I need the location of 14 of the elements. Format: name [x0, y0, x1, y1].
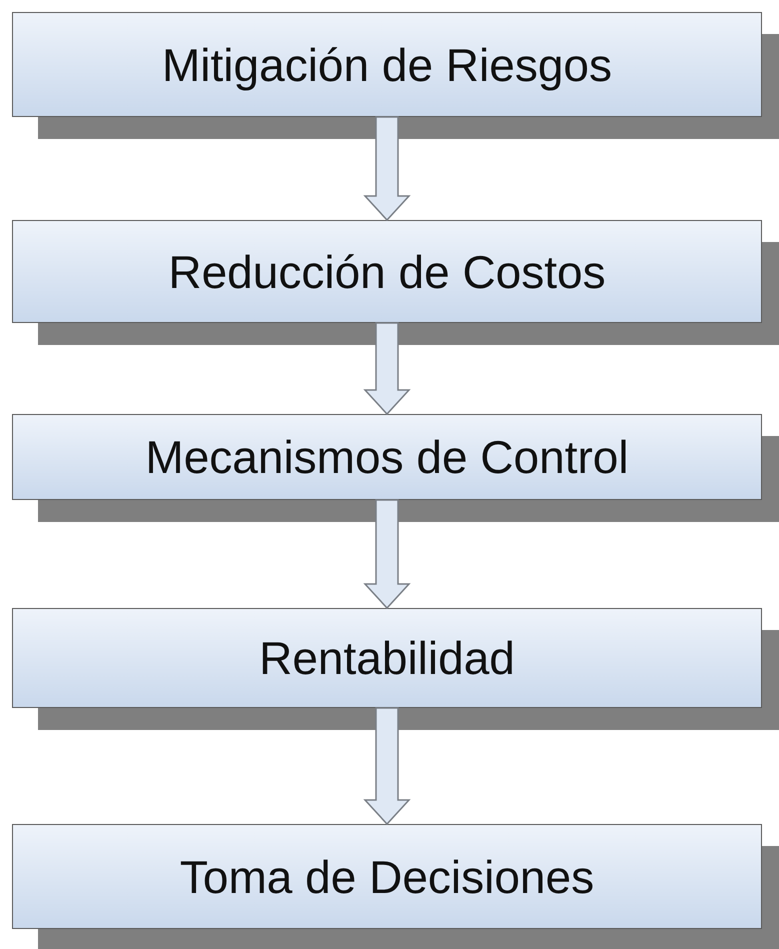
- block-arrow: [363, 499, 411, 610]
- process-box: [12, 220, 762, 323]
- box-label: Reducción de Costos: [168, 244, 606, 298]
- process-box: [12, 608, 762, 708]
- box-label: Mitigación de Riesgos: [162, 38, 612, 92]
- process-box: [12, 414, 762, 500]
- block-arrow: [363, 322, 411, 416]
- process-box: [12, 12, 762, 117]
- process-box: [12, 824, 762, 929]
- box-label: Rentabilidad: [259, 631, 515, 685]
- box-label: Toma de Decisiones: [180, 850, 594, 904]
- box-label: Mecanismos de Control: [145, 430, 629, 484]
- block-arrow: [363, 116, 411, 222]
- block-arrow: [363, 707, 411, 826]
